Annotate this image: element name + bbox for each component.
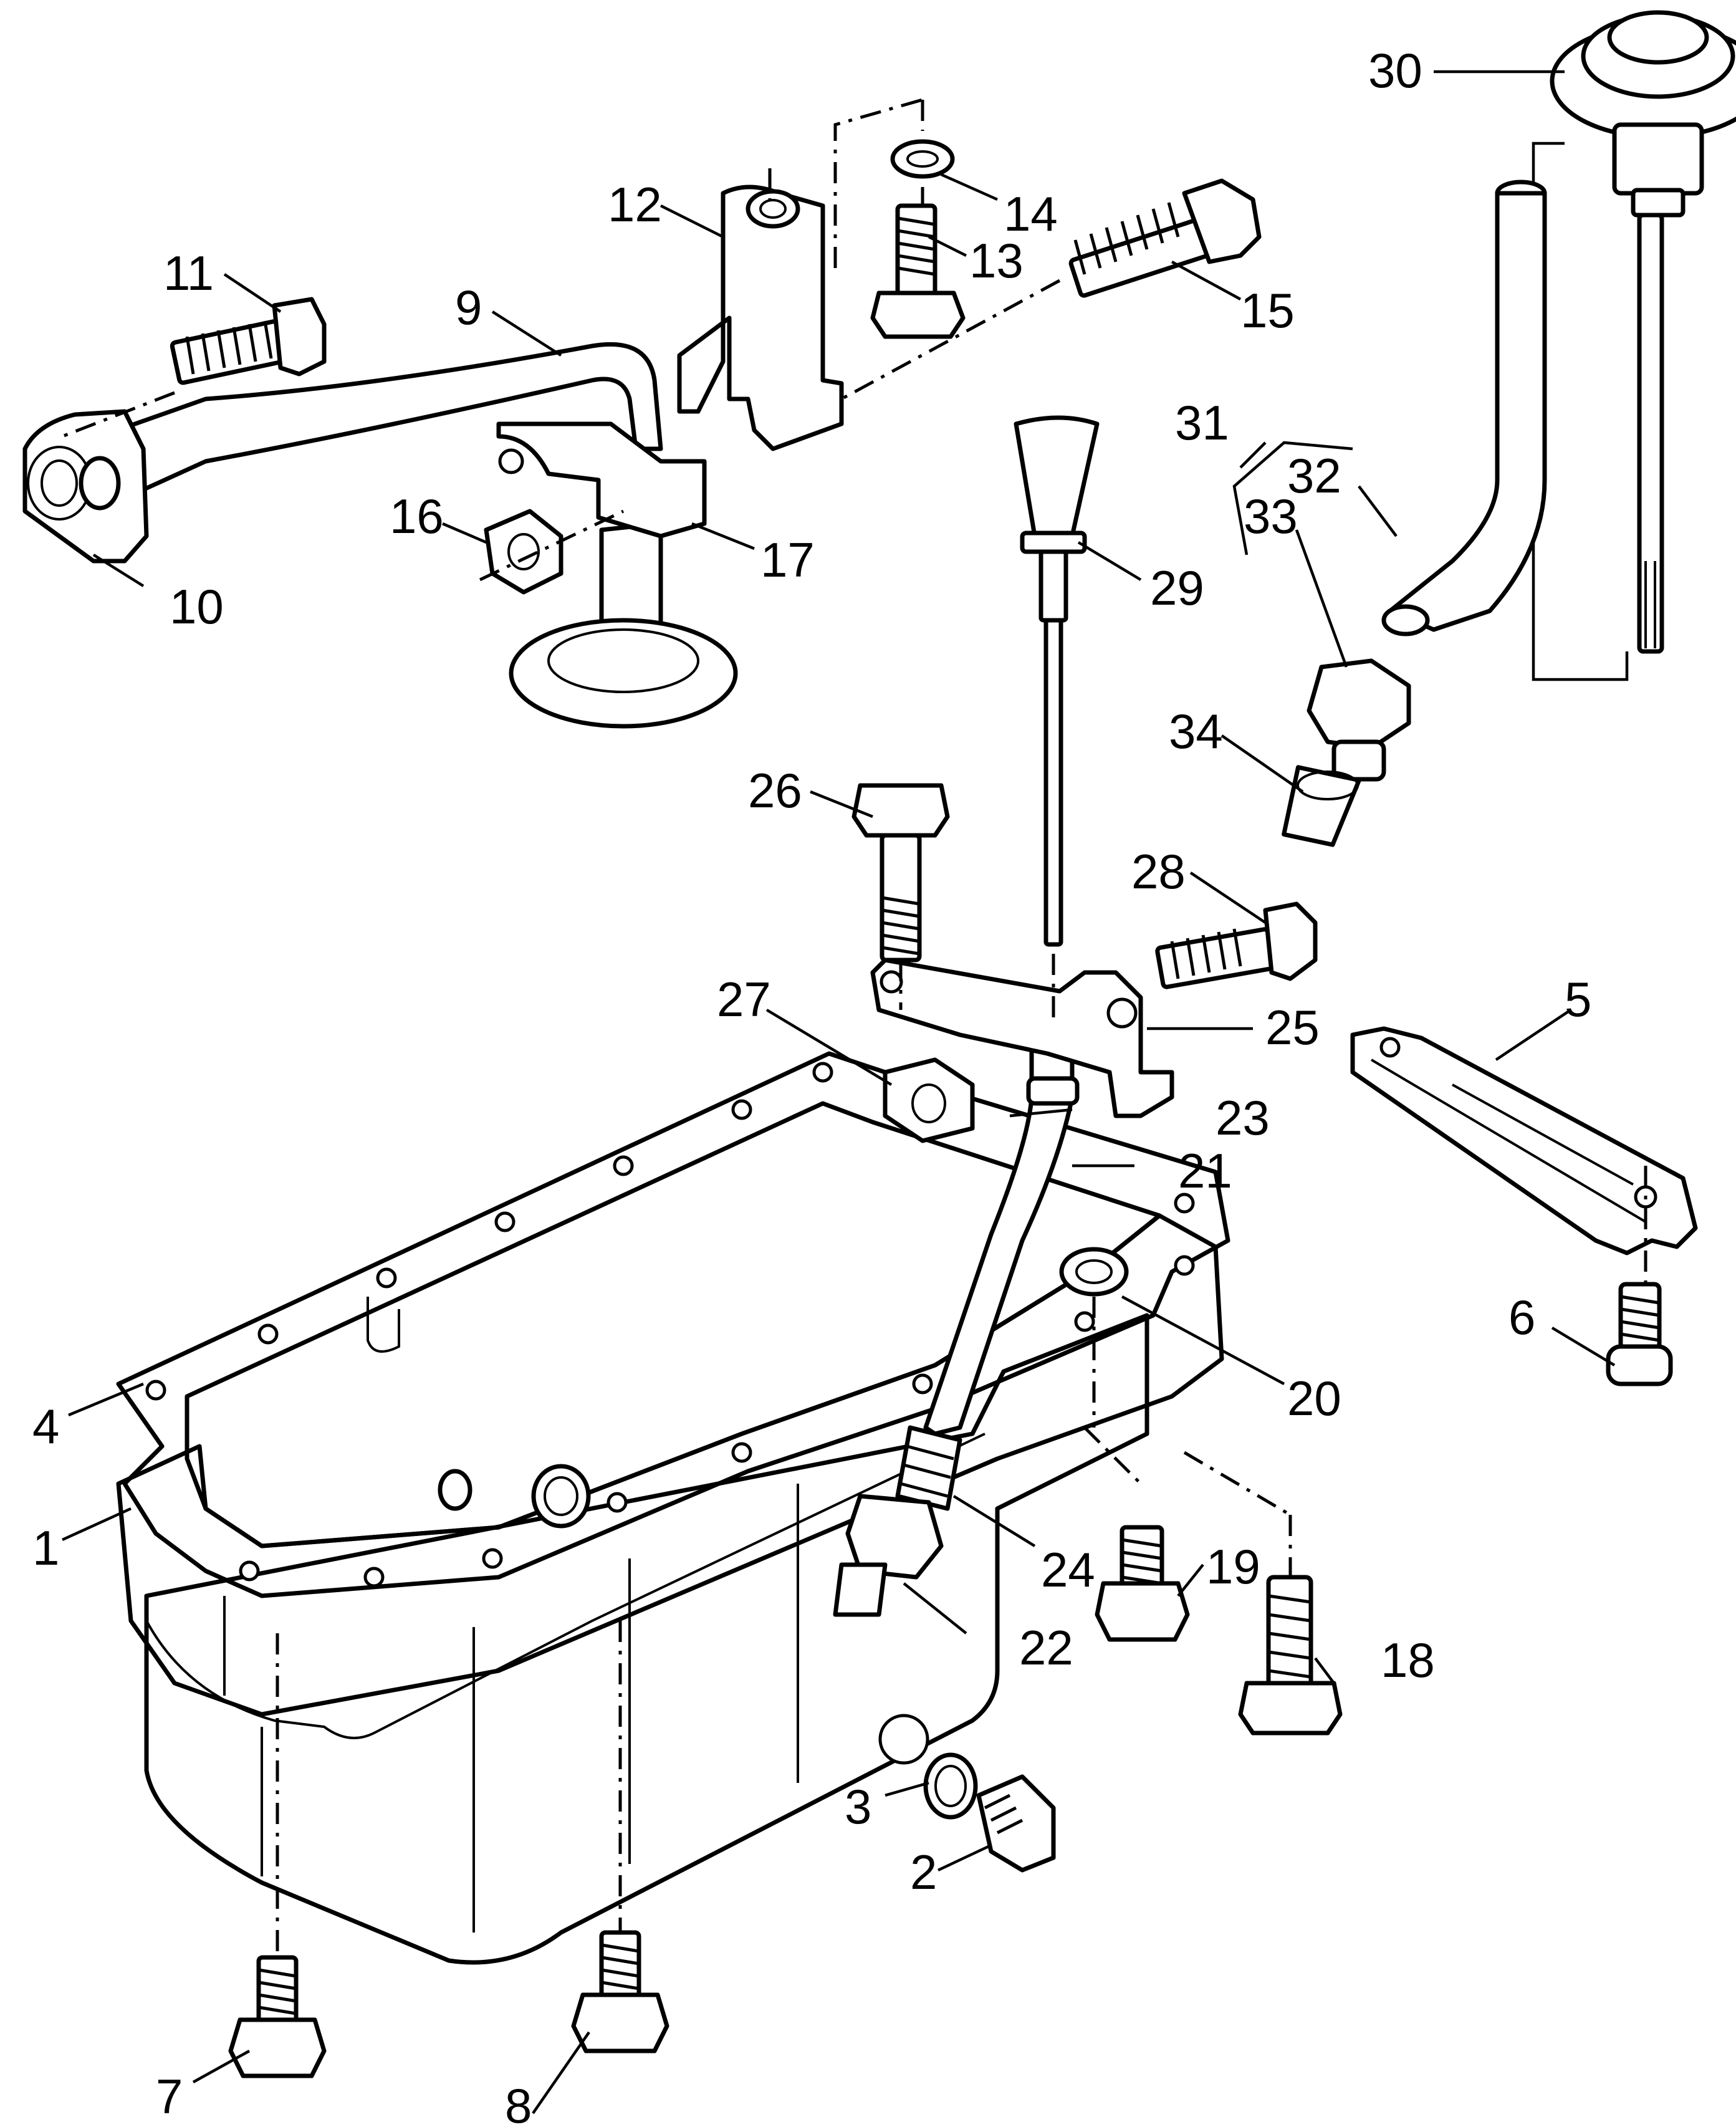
callout-32: 32 xyxy=(1287,448,1341,503)
leader-lines xyxy=(62,70,1616,2115)
oil-pan-gasket xyxy=(116,1051,1230,1598)
callout-20: 20 xyxy=(1287,1371,1341,1426)
callout-5: 5 xyxy=(1565,972,1591,1027)
callout-14: 14 xyxy=(1004,186,1058,241)
cap-33 xyxy=(1307,658,1411,782)
nut-16 xyxy=(484,509,563,595)
bolt-11 xyxy=(170,297,327,385)
callout-23: 23 xyxy=(1216,1090,1270,1145)
bolt-8 xyxy=(571,1621,669,2053)
callout-2: 2 xyxy=(910,1845,937,1899)
gasket-bolt-holes xyxy=(145,1062,1195,1588)
dipstick-guide-tube xyxy=(1381,180,1547,636)
callout-1: 1 xyxy=(32,1520,59,1575)
bolt-18 xyxy=(1183,1451,1343,1736)
callout-17: 17 xyxy=(760,532,815,587)
callout-24: 24 xyxy=(1041,1542,1095,1597)
callout-22: 22 xyxy=(1019,1620,1073,1675)
strainer xyxy=(509,521,738,729)
callout-13: 13 xyxy=(969,233,1024,288)
bolt-26 xyxy=(851,783,950,963)
oil-pan-flange xyxy=(116,1213,1224,1717)
callout-labels: 1 2 3 4 5 6 7 8 9 10 11 12 13 14 15 16 1… xyxy=(32,43,1591,2127)
callout-33: 33 xyxy=(1244,489,1298,544)
callout-26: 26 xyxy=(748,763,802,818)
bolt-6 xyxy=(1606,1166,1673,1386)
bolt-13 xyxy=(870,203,966,339)
callout-27: 27 xyxy=(717,972,771,1027)
callout-15: 15 xyxy=(1240,283,1295,338)
baffle-plate xyxy=(1350,1026,1698,1256)
callout-34: 34 xyxy=(1169,704,1223,759)
tube-fitting-24 xyxy=(895,1425,962,1511)
callout-30: 30 xyxy=(1368,43,1422,98)
drain-boss xyxy=(878,1714,929,1765)
callout-21: 21 xyxy=(1178,1143,1232,1198)
pickup-bracket xyxy=(677,185,844,451)
callout-10: 10 xyxy=(170,579,224,634)
dipstick-bracket-line xyxy=(1532,142,1629,681)
nut-27 xyxy=(883,1057,975,1143)
drain-plug xyxy=(976,1774,1056,1873)
callout-4: 4 xyxy=(32,1399,59,1454)
callout-28: 28 xyxy=(1131,844,1186,899)
dipstick xyxy=(1014,415,1100,947)
bolt-28 xyxy=(1155,901,1318,989)
dipstick-handle-30 xyxy=(1550,10,1736,654)
bolt-7 xyxy=(228,1633,327,2078)
tube-bracket xyxy=(870,958,1174,1118)
callout-31: 31 xyxy=(1175,395,1229,450)
callout-3: 3 xyxy=(845,1779,871,1834)
bolt-19 xyxy=(1083,1426,1190,1642)
callout-25: 25 xyxy=(1265,1000,1320,1055)
callout-16: 16 xyxy=(390,489,444,544)
callout-9: 9 xyxy=(455,280,482,335)
callout-6: 6 xyxy=(1508,1290,1535,1345)
sleeve-34 xyxy=(1282,765,1361,847)
drain-washer xyxy=(923,1752,978,1820)
callout-18: 18 xyxy=(1381,1633,1435,1688)
assembly-lines xyxy=(62,98,1061,1022)
tube-nut-22 xyxy=(833,1494,944,1617)
callout-7: 7 xyxy=(156,2069,183,2124)
callout-8: 8 xyxy=(505,2078,532,2127)
callout-19: 19 xyxy=(1206,1539,1260,1594)
washer-20 xyxy=(1059,1247,1129,1428)
oil-pan xyxy=(144,1313,1149,1965)
callout-12: 12 xyxy=(608,177,662,232)
callout-29: 29 xyxy=(1150,560,1204,615)
callout-11: 11 xyxy=(163,246,214,300)
washer-14 xyxy=(890,139,955,179)
bolt-15 xyxy=(1068,178,1262,298)
clamp-17 xyxy=(496,421,707,539)
oil-pickup-tube xyxy=(22,342,663,564)
